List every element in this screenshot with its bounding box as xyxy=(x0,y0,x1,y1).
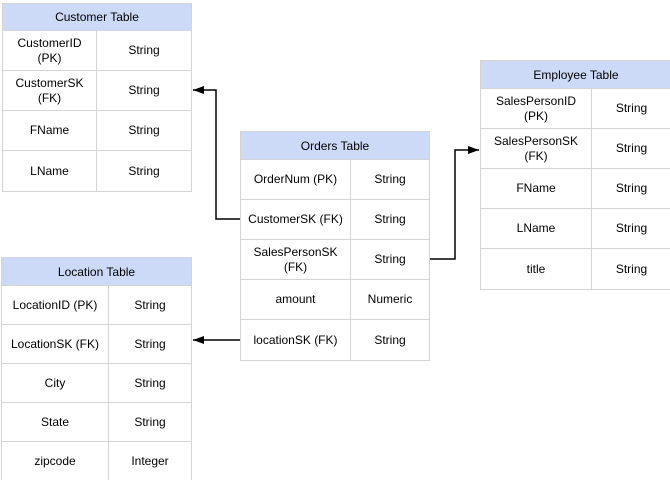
field-cell: State xyxy=(2,403,109,441)
table-row: zipcode Integer xyxy=(2,442,191,480)
field-cell: CustomerSK (FK) xyxy=(241,200,351,239)
field-cell: SalesPersonSK (FK) xyxy=(481,129,592,168)
table-title-orders: Orders Table xyxy=(241,132,429,160)
type-cell: String xyxy=(615,221,648,235)
field-cell: City xyxy=(2,364,109,402)
connector-orders-salespersonsk-to-employee xyxy=(430,146,479,260)
type-cell: String xyxy=(134,414,166,429)
field-cell: CustomerID (PK) xyxy=(3,31,97,70)
table-row: SalesPersonSK (FK) String xyxy=(241,240,429,280)
table-row: CustomerSK (FK) String xyxy=(3,71,191,111)
field-cell: LName xyxy=(3,151,97,191)
table-row: LocationSK (FK) String xyxy=(2,325,191,364)
table-row: CustomerID (PK) String xyxy=(3,31,191,71)
type-cell: String xyxy=(374,332,406,347)
connector-orders-customersk-to-customer xyxy=(193,86,240,220)
type-cell: String xyxy=(615,181,648,195)
table-row: LName String xyxy=(3,151,191,191)
table-title-employee: Employee Table xyxy=(481,61,670,89)
field-cell: SalesPersonSK (FK) xyxy=(241,240,351,279)
type-cell: String xyxy=(615,141,648,155)
field-cell: CustomerSK (FK) xyxy=(3,71,97,110)
table-row: LName String xyxy=(481,209,670,249)
type-cell: String xyxy=(374,252,406,266)
type-cell: String xyxy=(374,172,406,186)
field-cell: LocationSK (FK) xyxy=(2,325,109,363)
type-cell: String xyxy=(128,163,160,178)
table-row: State String xyxy=(2,403,191,442)
type-cell: String xyxy=(128,83,160,97)
field-cell: FName xyxy=(3,111,97,150)
table-row: LocationID (PK) String xyxy=(2,286,191,325)
table-row: SalesPersonID (PK) String xyxy=(481,89,670,129)
type-cell: Integer xyxy=(131,454,169,468)
type-cell: String xyxy=(134,375,166,390)
table-row: OrderNum (PK) String xyxy=(241,160,429,200)
type-cell: String xyxy=(615,101,648,115)
table-row: SalesPersonSK (FK) String xyxy=(481,129,670,169)
type-cell: String xyxy=(374,212,406,226)
field-cell: LocationID (PK) xyxy=(2,286,109,324)
type-cell: String xyxy=(134,297,166,312)
type-cell: String xyxy=(134,336,166,351)
field-cell: title xyxy=(481,249,592,289)
field-cell: zipcode xyxy=(2,442,109,480)
table-title-location: Location Table xyxy=(2,258,191,286)
table-title-customer: Customer Table xyxy=(3,4,191,31)
table-row: locationSK (FK) String xyxy=(241,320,429,360)
type-cell: String xyxy=(128,123,160,137)
field-cell: LName xyxy=(481,209,592,248)
field-cell: OrderNum (PK) xyxy=(241,160,351,199)
field-cell: locationSK (FK) xyxy=(241,320,351,360)
table-row: FName String xyxy=(481,169,670,209)
table-row: CustomerSK (FK) String xyxy=(241,200,429,240)
table-row: FName String xyxy=(3,111,191,151)
type-cell: String xyxy=(615,261,648,276)
type-cell: Numeric xyxy=(367,292,413,306)
field-cell: SalesPersonID (PK) xyxy=(481,89,592,128)
field-cell: FName xyxy=(481,169,592,208)
type-cell: String xyxy=(128,43,160,57)
table-row: title String xyxy=(481,249,670,289)
field-cell: amount xyxy=(241,280,351,319)
table-row: City String xyxy=(2,364,191,403)
table-row: amount Numeric xyxy=(241,280,429,320)
